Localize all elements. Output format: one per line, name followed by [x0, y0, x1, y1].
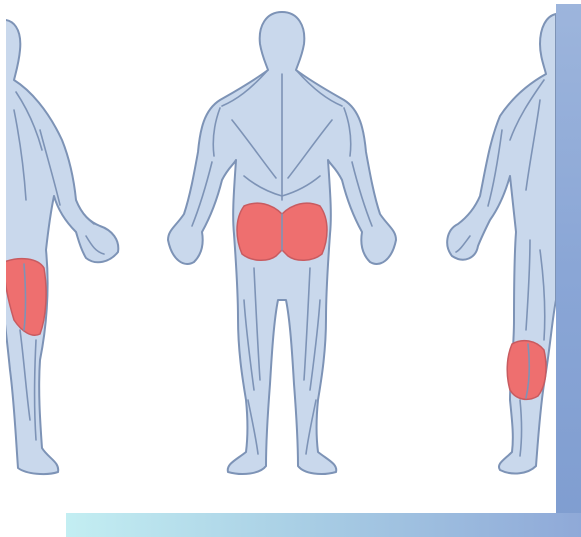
figure-left	[6, 20, 118, 474]
body-silhouette	[6, 20, 118, 474]
muscle-diagram-card	[6, 0, 556, 513]
figure-right	[447, 14, 556, 473]
frame-accent-right	[556, 4, 581, 537]
figure-center	[168, 12, 396, 474]
muscle-diagram	[6, 0, 556, 513]
calves-highlight	[507, 341, 546, 400]
frame-accent-bottom	[66, 513, 581, 537]
